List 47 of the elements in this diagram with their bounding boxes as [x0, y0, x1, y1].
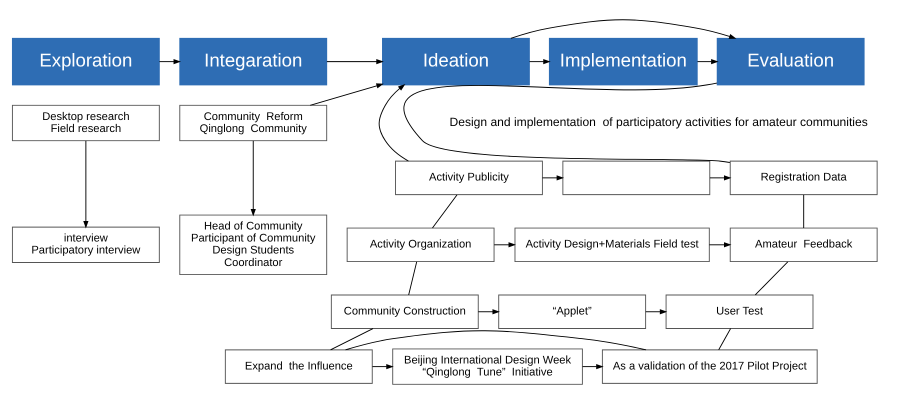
node-box: Implementation [548, 37, 698, 85]
connector [803, 194, 804, 228]
node-box: Ideation [382, 37, 530, 85]
node-box: Amateur Feedback [730, 227, 878, 262]
node-box: interview Participatory interview [12, 226, 160, 262]
arrow [709, 174, 732, 180]
arrow [83, 140, 88, 228]
node-box: Community Construction [330, 294, 479, 328]
arrow [510, 18, 736, 38]
arrow [326, 58, 384, 64]
arrow [250, 140, 256, 216]
node-box: Expand the Influence [224, 348, 373, 384]
node-box: Exploration [12, 37, 160, 85]
arrow [529, 58, 551, 64]
node-box: Head of Community Participant of Community Design Students Coordinator [179, 214, 328, 275]
node-box: Activity Design+Materials Field test [514, 227, 710, 262]
node-box: Integaration [179, 37, 328, 85]
arrow [494, 242, 516, 247]
arrow [645, 308, 668, 314]
node-box: Community Reform Qinglong Community [179, 104, 328, 141]
label: Design and implementation of participatory activities for amateur communities [450, 114, 868, 129]
connector [345, 330, 647, 350]
node-box: Beijing International Design Week “Qinglong Tune” Initiative [392, 348, 583, 384]
arrow [582, 364, 604, 369]
node-box: Activity Organization [346, 227, 495, 262]
arrow [310, 82, 384, 106]
connector [718, 328, 732, 350]
arrow [542, 174, 564, 180]
arrow [378, 84, 410, 162]
connector [408, 260, 418, 295]
node-box: As a validation of the 2017 Pilot Project [602, 348, 818, 384]
node-box: User Test [666, 294, 814, 328]
arrow [158, 58, 181, 64]
arrow [708, 242, 732, 247]
connector [330, 328, 374, 350]
connector [404, 82, 730, 162]
connector [432, 194, 458, 228]
connector [754, 260, 788, 295]
arrow [372, 364, 394, 369]
arrow [697, 58, 719, 64]
node-box: Activity Publicity [395, 160, 543, 195]
node-box: “Applet” [498, 294, 646, 328]
node-box: Desktop research Field research [12, 104, 160, 141]
node-box [562, 160, 710, 195]
arrow [478, 308, 500, 314]
node-box: Evaluation [716, 37, 865, 85]
node-box: Registration Data [730, 160, 878, 195]
